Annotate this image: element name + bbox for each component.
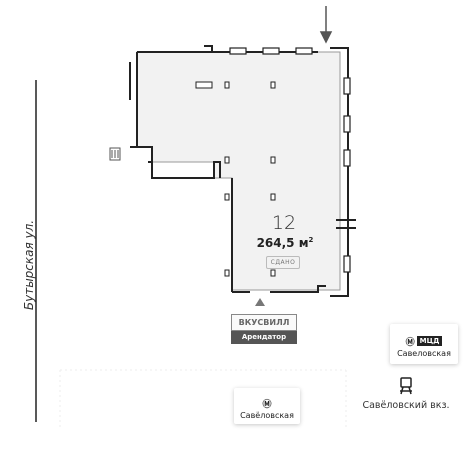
unit-floor xyxy=(136,51,341,291)
tenant-brand: ВКУСВИЛЛ xyxy=(231,314,297,331)
metro-icon: Ⓜ xyxy=(405,338,415,348)
status-badge: СДАНО xyxy=(266,256,300,269)
mcd-badge: МЦД xyxy=(416,335,443,346)
metro-icon: Ⓜ xyxy=(262,400,272,410)
walls xyxy=(129,45,356,297)
left-entrance xyxy=(109,147,121,161)
street-name: Бутырская ул. xyxy=(22,219,36,311)
tenant-role: Арендатор xyxy=(231,331,297,344)
railway-station: Савёловский вкз. xyxy=(354,396,458,411)
columns xyxy=(195,81,276,277)
unit-number[interactable]: 12 xyxy=(271,212,297,234)
unit-area: 264,5 м2 xyxy=(250,236,320,250)
unit-area-value: 264,5 м xyxy=(256,236,309,250)
windows xyxy=(229,47,351,273)
railway-station-name: Савёловский вкз. xyxy=(362,400,450,411)
metro-card: Ⓜ Савёловская xyxy=(234,388,300,424)
entrance-arrow-top xyxy=(319,6,333,44)
street-label: Бутырская ул. xyxy=(14,210,44,320)
unit-area-unit-sup: 2 xyxy=(308,236,314,244)
background-grid xyxy=(59,369,347,430)
metro-mcd-name: Савеловская xyxy=(397,349,451,358)
train-icon xyxy=(400,377,412,395)
metro-name: Савёловская xyxy=(240,411,294,420)
tenant-label: ВКУСВИЛЛ Арендатор xyxy=(231,314,297,344)
entrance-arrow-bottom xyxy=(255,298,265,306)
